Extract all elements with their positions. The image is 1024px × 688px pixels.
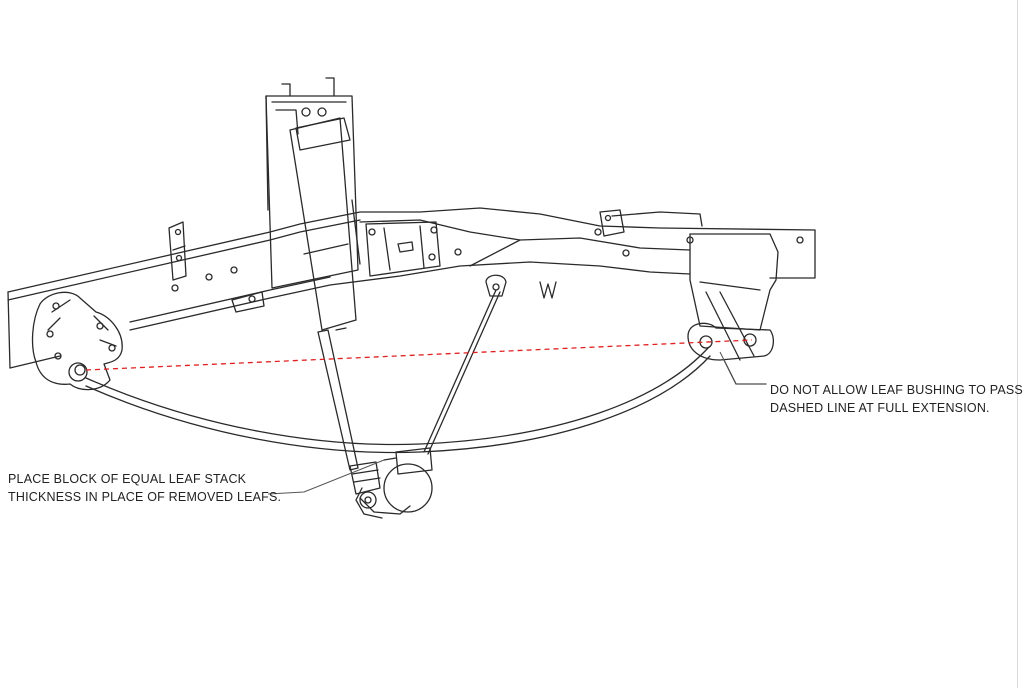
leaf-bushing-note: DO NOT ALLOW LEAF BUSHING TO PASS DASHED… bbox=[770, 381, 1023, 417]
rear-shackle-hanger bbox=[687, 233, 779, 385]
block-note-line2: THICKNESS IN PLACE OF REMOVED LEAFS. bbox=[8, 490, 282, 504]
leaf-bushing-note-line2: DASHED LINE AT FULL EXTENSION. bbox=[770, 401, 990, 415]
block-note: PLACE BLOCK OF EQUAL LEAF STACK THICKNES… bbox=[8, 470, 281, 506]
leaf-spring bbox=[85, 347, 711, 454]
frame-tab-bracket bbox=[168, 221, 187, 281]
shock-absorber bbox=[289, 117, 381, 509]
leaf-bushing-note-line1: DO NOT ALLOW LEAF BUSHING TO PASS bbox=[770, 383, 1023, 397]
sway-link bbox=[423, 289, 501, 455]
leader-line-block bbox=[267, 459, 385, 495]
front-spring-hanger bbox=[31, 291, 123, 391]
axle-block-assembly bbox=[355, 447, 433, 519]
frame-rail bbox=[7, 207, 816, 369]
block-note-line1: PLACE BLOCK OF EQUAL LEAF STACK bbox=[8, 472, 247, 486]
leader-line-leaf-bushing bbox=[719, 351, 766, 385]
right-border-line bbox=[1017, 0, 1018, 688]
mid-frame-brackets bbox=[365, 209, 703, 299]
shock-tower-bracket bbox=[231, 77, 361, 313]
dashed-reference-line bbox=[85, 339, 753, 371]
